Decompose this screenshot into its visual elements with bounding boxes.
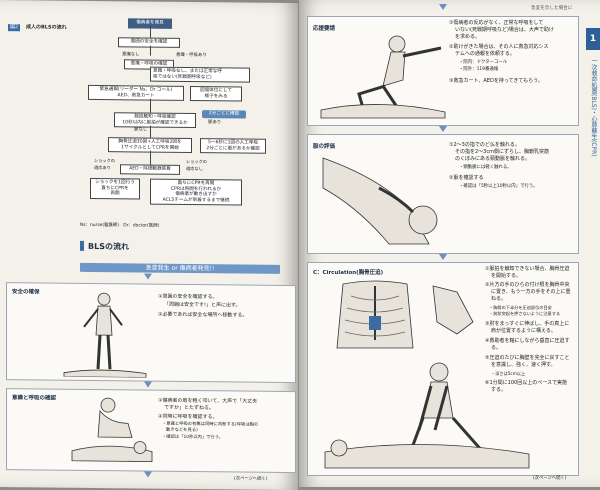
circulation-item-15: ⑥1分間に100回以上のペースで実施 [485,380,567,386]
right-page-footer: (次ページへ続く) [533,476,567,481]
circulation-item-3: ②片方の手のひらの付け根を胸骨中央 [485,282,570,288]
flow-pulse-check: 脈拍触知・呼吸確認 10秒以内に脈拍が確認できるか [114,112,196,129]
chapter-tab: 1 [586,28,600,50]
chapter-side-label: 一次救命処置(BLS)・心肺蘇生(CPR) [590,58,597,157]
section-title: BLSの流れ [88,241,129,252]
consciousness-item-6: ・確認は「10秒以内」で行う。 [162,434,224,441]
flow-legend: Ns：nurse(看護師) Dr：doctor(医師) [80,222,160,229]
bls-banner: 急変発生 or 傷病者発見!! [80,262,280,274]
flow-no-breathing: 意識・呼吸なし、または正常な呼 吸ではない(死戦期呼吸など) [150,66,250,83]
circulation-item-8: ③肘をまっすぐに伸ばし、手の真上に [485,321,570,327]
circulation-item-16: する。 [491,387,507,393]
flow-tag-2min: 2分ごとに確認 [202,110,246,119]
flow-rescue-breathing: 5〜6秒に1回の人工呼吸 2分ごとに脈があるか確認 [200,138,266,154]
consciousness-item-2: ですか」とたずねる。 [164,404,215,412]
call-help-item-3: を求める。 [455,34,481,40]
compression-illustration [324,362,530,469]
pulse-item-6: ・確認は「5秒以上10秒以内」で行う。 [459,184,538,189]
pulse-check-illustration [322,157,438,245]
pulse-item-2: その指を2〜3cm側にずらし、胸鎖乳突筋 [455,149,550,155]
call-help-item-6: ・院内：ドクターコール [459,60,508,65]
flow-recovery-position: 回復体位にして 様子をみる [190,85,242,102]
figure-label: 図2 [8,24,21,31]
section-safety [6,282,296,384]
consciousness-item-5: 動きなどを見る) [166,427,198,434]
circulation-item-5: ねる。 [491,296,507,302]
circulation-item-7: ・剣状突起を押さないように注意する [489,311,561,316]
right-page: 急変を示した場合に 1 一次救命処置(BLS)・心肺蘇生(CPR) 応援要請 ①… [299,0,600,487]
circulation-item-11: る。 [491,345,502,351]
flow-safety-check: 周囲の安全を確認 [118,37,180,48]
circulation-item-6: ・胸骨の下半分を圧迫部位の目安 [489,305,552,310]
call-help-item-8: ③救急カート、AEDを持ってきてもらう。 [449,78,543,84]
figure-title: 成人のBLSの流れ [26,24,67,31]
safety-item-3: ②必要であれば安全な場所へ移動する。 [158,311,248,319]
call-help-item-1: ①傷病者の反応がなく、正常な呼吸をして [449,20,544,26]
flow-resume-cpr: 直ちにCPRを再開 CPRは再開を行われるか 傷病者が動き出すか ACLSチーム… [150,178,242,206]
rescuer-standing-illustration [63,292,147,378]
call-help-item-7: ・院外：119番通報 [459,67,499,72]
flow-shock-once: ショックを1回行う 直ちにCPRを 再開 [90,177,140,199]
chest-anatomy-illustration [336,280,414,349]
pulse-item-1: ①2〜3の指でのど仏を触れる。 [449,142,520,148]
circulation-item-1: ①脈拍を触知できない場合、胸骨圧迫 [485,266,570,272]
circulation-item-2: を開始する。 [491,273,522,279]
circulation-item-10: ④救助者を軸にしながら垂直に圧迫す [485,338,570,344]
call-help-item-2: いない(死戦期呼吸など)場合は、大声で助け [455,27,554,33]
section-consciousness-title: 意識と呼吸の確認 [12,395,57,402]
pulse-item-5: ②脈を確認する [449,175,484,181]
pulse-item-3: のくぼみにある頸動脈を触れる。 [455,156,531,162]
left-page-footer: (次ページへ続く) [234,476,268,482]
left-page: 図2 成人のBLSの流れ 傷病者を発見 周囲の安全を確認 意識なし 意識・呼吸あ… [0,0,298,490]
running-header: 急変を示した場合に [531,6,573,11]
safety-item-2: 「周囲は安全です!」と声に出す。 [164,301,241,309]
call-help-item-5: テムへの通報を依頼する。 [455,51,515,57]
section-safety-title: 安全の確保 [12,289,40,296]
circulation-item-14: ・深さは5cm以上 [491,371,526,376]
circulation-item-13: を意識し、強く、速く押す。 [491,362,556,368]
safety-item-1: ①周囲の安全を確認する。 [158,293,218,301]
flow-emergency-call: 緊急通報(リーダー Ns、Dr コール) AED、救急カート [88,84,184,101]
pulse-item-4: ・頸動脈には軽く触れる。 [459,165,512,170]
section-pulse-title: 脈の評価 [313,144,336,150]
calling-help-illustration [320,35,446,119]
circulation-item-12: ⑤圧迫のたびに胸壁を完全に戻すこと [485,355,570,361]
flow-attach-aed: AED・除細動器装着 [120,164,180,175]
section-call-help-title: 応援要請 [313,26,336,32]
hand-position-illustration [432,285,474,335]
circulation-item-4: に置き、もう一方の手をその上に重 [491,289,571,295]
check-consciousness-illustration [71,397,153,462]
circulation-item-9: 肩が位置するように構える。 [491,328,556,334]
call-help-item-4: ②助けがきた場合は、その人に救急対応シス [449,44,549,50]
consciousness-item-3: ②同時に呼吸を確認する。 [158,413,218,421]
section-circulation-title: C：Circulation(胸骨圧迫) [313,270,384,276]
